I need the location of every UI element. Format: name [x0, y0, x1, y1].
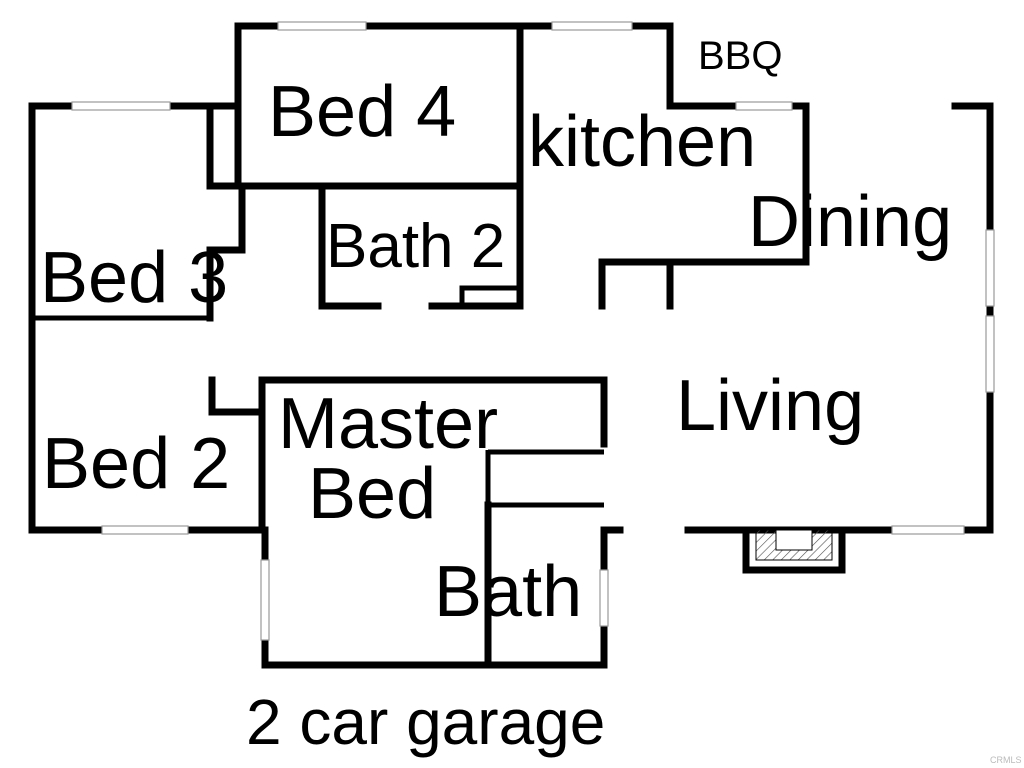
window-kitchen-east [735, 101, 793, 111]
wall-closet-bed3 [206, 182, 246, 254]
room-label-bed3: Bed 3 [40, 238, 229, 318]
fireplace [742, 526, 846, 574]
room-label-bath: Bath [434, 552, 583, 632]
window-kitchen [551, 21, 633, 31]
wall-bed2-closet [208, 376, 266, 416]
interior-walls [32, 22, 810, 669]
room-label-bed2: Bed 2 [42, 424, 231, 504]
window-dining-east-1 [985, 229, 995, 307]
room-label-bed4: Bed 4 [268, 72, 457, 152]
area-label-bbq: BBQ [698, 34, 783, 78]
fireplace-firebox [775, 529, 813, 551]
wall-bath2-closet [459, 285, 520, 306]
room-label-dining: Dining [748, 182, 953, 262]
window-bed3-north [71, 101, 171, 111]
window-bath-east [599, 569, 609, 627]
wall-master-closet [485, 450, 604, 508]
room-label-master-line2: Bed [308, 454, 437, 534]
window-bed4 [277, 21, 367, 31]
window-master-west [260, 559, 270, 641]
fireplace-outline [742, 526, 846, 574]
watermark: CRMLS [990, 755, 1022, 765]
exterior-wall-north [28, 22, 804, 110]
wall-kitchen-dining [598, 102, 810, 310]
wall-bath2 [318, 182, 382, 310]
area-label-garage: 2 car garage [246, 686, 606, 758]
window-dining-east-2 [985, 315, 995, 393]
windows [71, 21, 995, 641]
window-bed2-south [101, 525, 189, 535]
exterior-wall-northeast [886, 102, 994, 534]
room-label-bath2: Bath 2 [326, 212, 506, 281]
room-label-master-line1: Master [278, 384, 499, 464]
room-label-kitchen: kitchen [528, 102, 757, 182]
room-label-living: Living [676, 366, 865, 446]
window-living-south [891, 525, 965, 535]
